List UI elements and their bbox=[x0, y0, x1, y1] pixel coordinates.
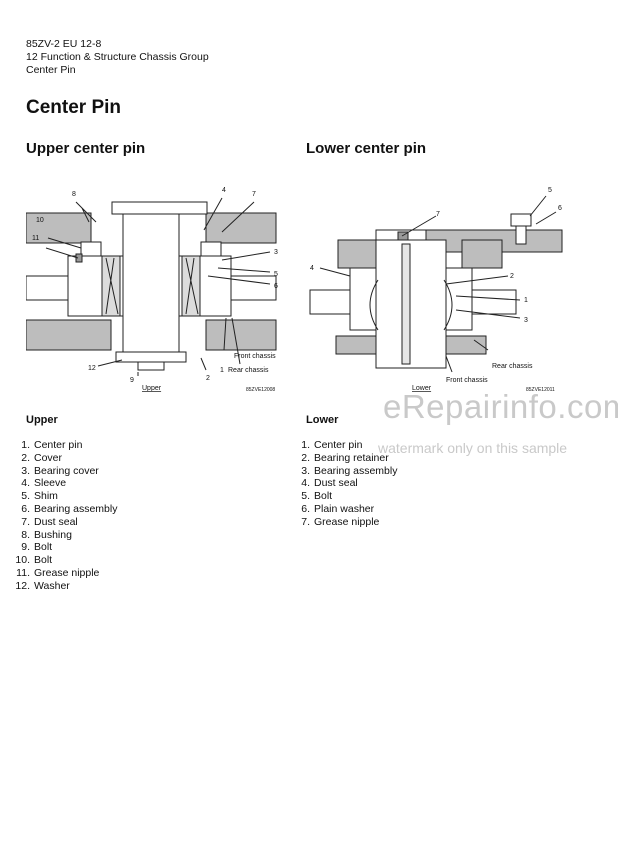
list-item: 2.Bearing retainer bbox=[301, 451, 389, 464]
upper-rear-chassis-label: Rear chassis bbox=[228, 367, 269, 374]
lower-callout-6: 6 bbox=[558, 205, 562, 212]
list-item: 3.Bearing assembly bbox=[301, 464, 398, 477]
page-title: Center Pin bbox=[26, 97, 122, 118]
list-item: 12.Washer bbox=[15, 579, 70, 592]
lower-parts-list: 1.Center pin 2.Bearing retainer 3.Bearin… bbox=[292, 439, 397, 529]
upper-callout-8: 8 bbox=[72, 191, 76, 198]
lower-front-chassis-label: Front chassis bbox=[446, 377, 488, 384]
upper-callout-3: 3 bbox=[274, 249, 278, 256]
list-item: 1.Center pin bbox=[21, 439, 83, 451]
document-header: 85ZV-2 EU 12-8 12 Function & Structure C… bbox=[26, 38, 209, 77]
list-item: 8.Bushing bbox=[21, 528, 72, 541]
lower-figure-code: 85ZVE12011 bbox=[526, 387, 555, 393]
header-topic: Center Pin bbox=[26, 64, 76, 76]
upper-callout-4: 4 bbox=[222, 187, 226, 194]
list-item: 4.Dust seal bbox=[301, 477, 358, 490]
lower-rear-chassis-label: Rear chassis bbox=[492, 363, 533, 370]
lower-center-pin-diagram: 7 5 6 4 2 1 3 Rear chassis Front chassis… bbox=[309, 187, 563, 393]
upper-list-title: Upper bbox=[26, 414, 58, 426]
upper-callout-2: 2 bbox=[206, 375, 210, 382]
upper-heading: Upper center pin bbox=[26, 140, 146, 157]
upper-figure-caption: Upper bbox=[142, 385, 162, 392]
upper-callout-1: 1 bbox=[220, 367, 224, 374]
list-item: 5.Bolt bbox=[301, 490, 333, 503]
list-item: 6.Bearing assembly bbox=[21, 502, 118, 515]
upper-callout-9: 9 bbox=[130, 377, 134, 384]
upper-callout-11: 11 bbox=[32, 235, 39, 242]
upper-center-pin-diagram: 8 10 11 4 7 3 5 6 12 9 2 1 Front chassis… bbox=[26, 187, 278, 393]
lower-callout-3: 3 bbox=[524, 317, 528, 324]
lower-heading: Lower center pin bbox=[306, 140, 427, 157]
upper-callout-7: 7 bbox=[252, 191, 256, 198]
upper-callout-5: 5 bbox=[274, 271, 278, 278]
list-item: 1.Center pin bbox=[301, 439, 363, 451]
list-item: 6.Plain washer bbox=[301, 502, 375, 515]
watermark-logo: eRepairinfo.com bbox=[383, 388, 618, 425]
upper-callout-12: 12 bbox=[88, 365, 96, 372]
lower-list-title: Lower bbox=[306, 414, 339, 426]
upper-parts-list: 1.Center pin 2.Cover 3.Bearing cover 4.S… bbox=[12, 439, 117, 593]
list-item: 7.Dust seal bbox=[21, 515, 78, 528]
list-item: 3.Bearing cover bbox=[21, 464, 99, 477]
list-item: 2.Cover bbox=[21, 451, 63, 464]
header-doc-code: 85ZV-2 EU 12-8 bbox=[26, 38, 102, 50]
list-item: 10.Bolt bbox=[15, 554, 53, 567]
upper-callout-10: 10 bbox=[36, 217, 44, 224]
header-section: 12 Function & Structure Chassis Group bbox=[26, 51, 209, 63]
watermark-note: watermark only on this sample bbox=[378, 440, 568, 456]
lower-callout-1: 1 bbox=[524, 297, 528, 304]
list-item: 11.Grease nipple bbox=[16, 566, 100, 579]
lower-callout-4: 4 bbox=[310, 265, 314, 272]
list-item: 9.Bolt bbox=[21, 541, 53, 554]
list-item: 4.Sleeve bbox=[21, 477, 67, 490]
upper-figure-code: 85ZVE12008 bbox=[246, 387, 275, 393]
lower-callout-2: 2 bbox=[510, 273, 514, 280]
lower-figure-caption: Lower bbox=[412, 385, 432, 392]
lower-callout-5: 5 bbox=[548, 187, 552, 194]
lower-callout-7: 7 bbox=[436, 211, 440, 218]
list-item: 7.Grease nipple bbox=[301, 515, 380, 528]
upper-callout-6: 6 bbox=[274, 283, 278, 290]
upper-front-chassis-label: Front chassis bbox=[234, 353, 276, 360]
list-item: 5.Shim bbox=[21, 490, 58, 503]
